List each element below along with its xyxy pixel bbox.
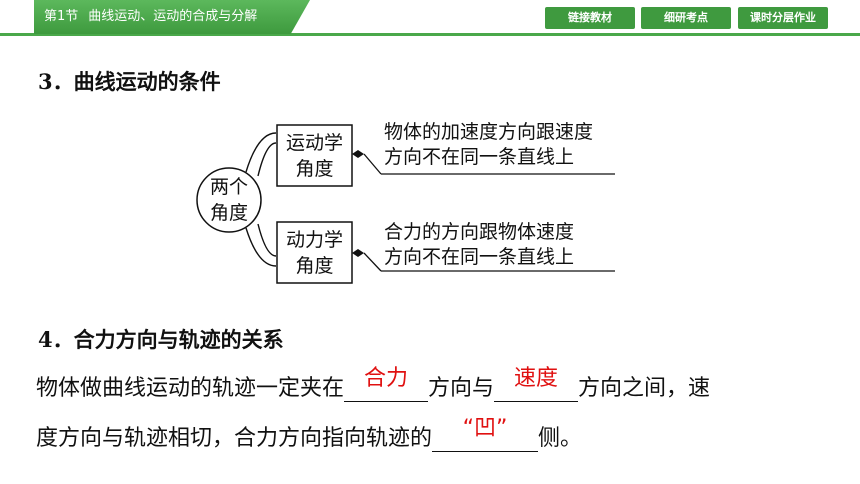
text-fragment: 方向之间，速 bbox=[578, 376, 711, 401]
text-fragment: 方向与 bbox=[428, 376, 495, 401]
branch-kinematics-line2: 方向不在同一条直线上 bbox=[384, 146, 575, 168]
blank-1: 合力 bbox=[344, 366, 429, 402]
brace-bottom bbox=[245, 227, 277, 267]
box-kinematics-label: 运动学 角度 bbox=[277, 130, 352, 182]
box-dynamics-line2: 角度 bbox=[295, 255, 334, 277]
section-number: 第1节 bbox=[44, 9, 79, 24]
text-fragment: 物体做曲线运动的轨迹一定夹在 bbox=[36, 376, 345, 401]
box-kinematics-line1: 运动学 bbox=[285, 132, 343, 154]
center-label-line1: 两个 bbox=[209, 176, 248, 198]
section4-heading: 4．合力方向与轨迹的关系 bbox=[38, 327, 284, 352]
diamond-top bbox=[352, 150, 364, 158]
answer-3: “凹” bbox=[462, 416, 508, 441]
branch-dynamics-text: 合力的方向跟物体速度 方向不在同一条直线上 bbox=[384, 220, 574, 270]
center-label: 两个 角度 bbox=[202, 174, 256, 226]
top-bar-divider bbox=[0, 33, 860, 36]
branch-kinematics-text: 物体的加速度方向跟速度 方向不在同一条直线上 bbox=[384, 120, 593, 170]
section3-heading: 3．曲线运动的条件 bbox=[38, 69, 221, 94]
brace-bottom-inner bbox=[257, 223, 277, 257]
nav-study-points-button[interactable]: 细研考点 bbox=[641, 7, 731, 29]
chapter-title-tab: 第1节曲线运动、运动的合成与分解 bbox=[34, 0, 310, 34]
top-bar: 第1节曲线运动、运动的合成与分解 链接教材 细研考点 课时分层作业 bbox=[0, 0, 860, 36]
text-fragment: 侧。 bbox=[538, 426, 583, 451]
blank-3: “凹” bbox=[432, 416, 539, 452]
branch-dynamics-line2: 方向不在同一条直线上 bbox=[384, 246, 575, 268]
nav-homework-button[interactable]: 课时分层作业 bbox=[738, 7, 828, 29]
diamond-bottom bbox=[352, 249, 364, 257]
paragraph-line-2: 度方向与轨迹相切，合力方向指向轨迹的 “凹” 侧。 bbox=[36, 416, 583, 452]
box-dynamics-label: 动力学 角度 bbox=[277, 227, 352, 279]
blank-2: 速度 bbox=[494, 366, 579, 402]
brace-top bbox=[245, 132, 277, 173]
box-dynamics-line1: 动力学 bbox=[285, 229, 343, 251]
answer-1: 合力 bbox=[364, 366, 409, 391]
text-fragment: 度方向与轨迹相切，合力方向指向轨迹的 bbox=[36, 426, 433, 451]
nav-link-textbook-button[interactable]: 链接教材 bbox=[545, 7, 635, 29]
section-title: 曲线运动、运动的合成与分解 bbox=[88, 9, 258, 24]
branch-dynamics-line1: 合力的方向跟物体速度 bbox=[384, 221, 575, 243]
paragraph-line-1: 物体做曲线运动的轨迹一定夹在合力方向与速度方向之间，速 bbox=[36, 366, 711, 402]
box-kinematics-line2: 角度 bbox=[295, 158, 334, 180]
branch-kinematics-line1: 物体的加速度方向跟速度 bbox=[384, 121, 594, 143]
brace-top-inner bbox=[257, 142, 277, 177]
answer-2: 速度 bbox=[514, 366, 559, 391]
center-label-line2: 角度 bbox=[209, 202, 248, 224]
